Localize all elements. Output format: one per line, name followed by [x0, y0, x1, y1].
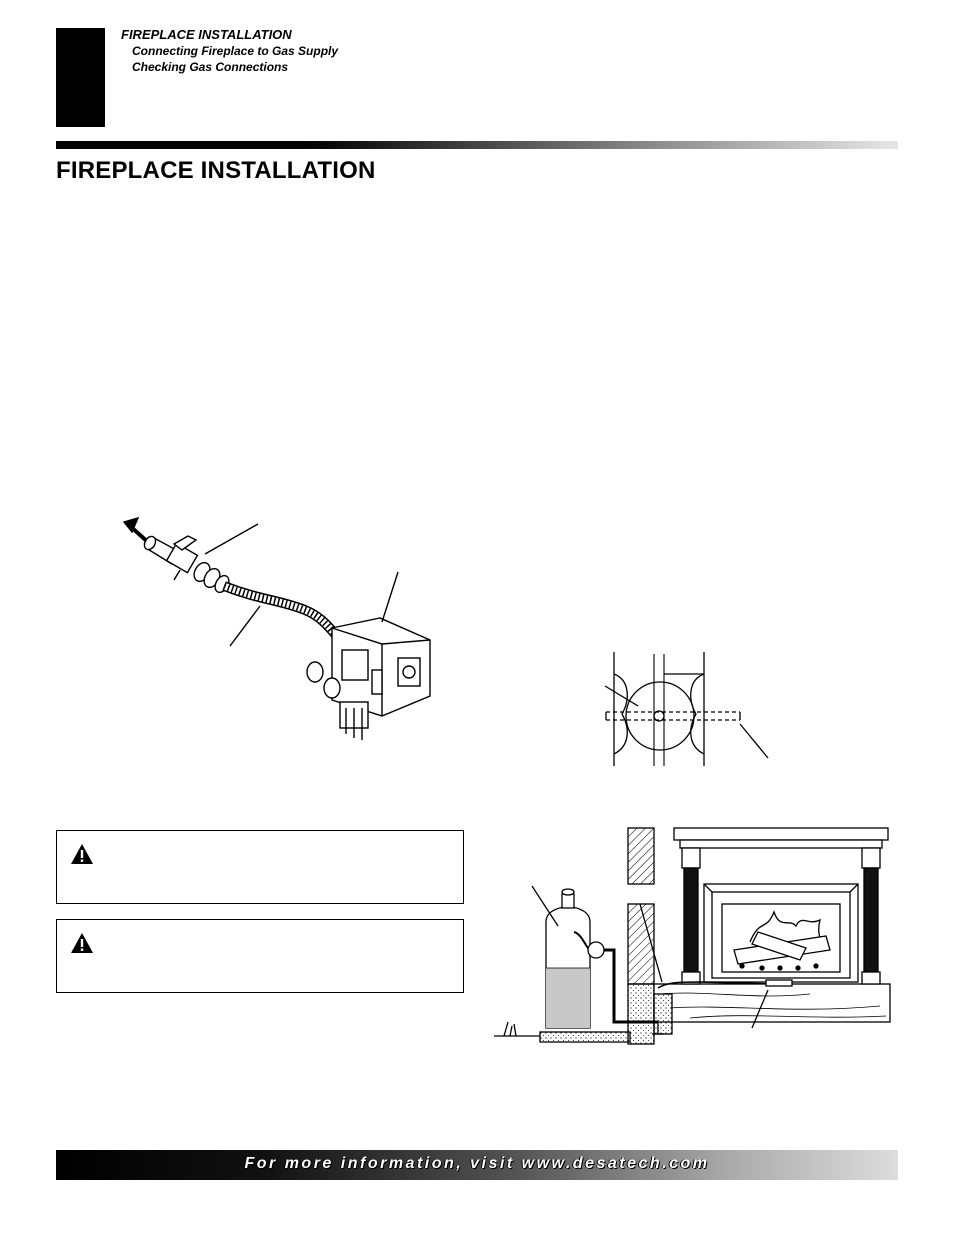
header-section-title: FIREPLACE INSTALLATION	[121, 27, 292, 42]
warning-box-2	[56, 919, 464, 993]
page-title: FIREPLACE INSTALLATION	[56, 157, 376, 184]
section-tab	[56, 28, 105, 127]
header-subtitle-1: Connecting Fireplace to Gas Supply	[132, 44, 339, 58]
header-rule	[56, 141, 898, 149]
header-subtitle-2: Checking Gas Connections	[132, 60, 289, 74]
gas-valve-figure	[122, 516, 431, 740]
warning-triangle-icon	[71, 933, 93, 953]
warning-box-1	[56, 830, 464, 904]
footer-text: For more information, visit www.desatech…	[244, 1155, 710, 1172]
warning-triangle-icon	[71, 844, 93, 864]
installation-figure	[494, 827, 891, 1045]
fitting-detail-figure	[604, 652, 769, 766]
footer-bar: For more information, visit www.desatech…	[56, 1150, 898, 1180]
